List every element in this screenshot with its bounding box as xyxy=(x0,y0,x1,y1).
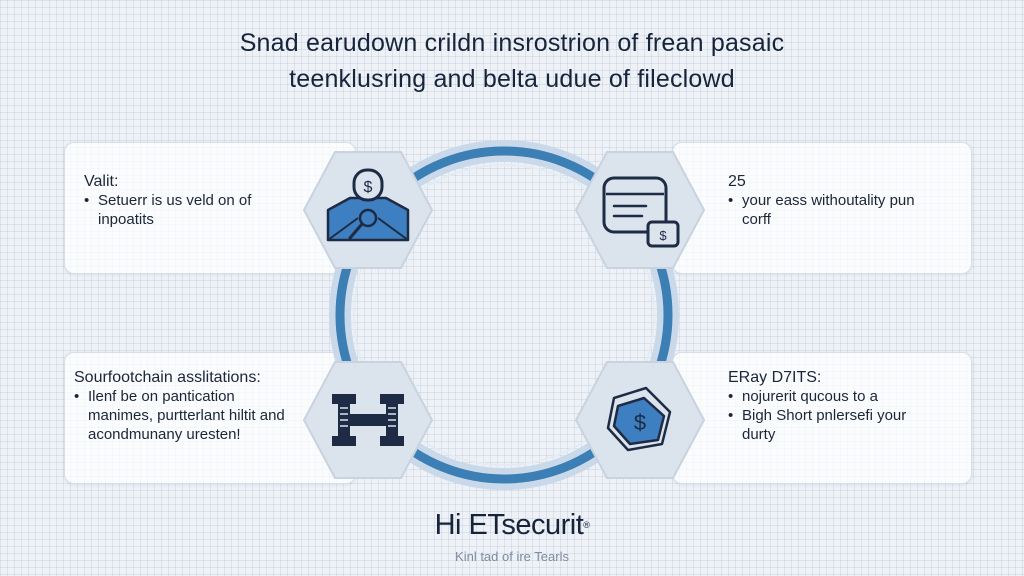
card-bottom-left-text: Sourfootchain asslitations: Ilenf be on … xyxy=(74,368,294,444)
brand-tagline: Kinl tad of ire Tearls xyxy=(455,549,569,564)
card-bottom-left-heading: Sourfootchain asslitations: xyxy=(74,369,261,386)
card-top-right-text: 25 your eass withoutality pun corff xyxy=(728,172,928,229)
title-line-1: Snad earudown crildn insrostrion of frea… xyxy=(239,29,785,57)
card-bottom-right-text: ERay D7ITS: nojurerit qucous to a Bigh S… xyxy=(728,368,928,444)
h-letter-icon xyxy=(302,361,434,479)
title-line-2: teenklusring and belta udue of fileclowd xyxy=(289,65,735,93)
card-top-right-bullet: your eass withoutality pun corff xyxy=(728,191,928,229)
card-bottom-right-bullet-1: nojurerit qucous to a xyxy=(728,387,928,406)
brand-registered-mark: ® xyxy=(583,520,590,530)
brand-logo: Hi ETsecurit® xyxy=(0,508,1024,542)
brand-name: Hi ETsecurit xyxy=(434,509,584,541)
card-top-left-bullet: Setuerr is us veld on of inpoatits xyxy=(84,191,284,229)
svg-text:$: $ xyxy=(634,410,646,435)
card-bottom-right-heading: ERay D7ITS: xyxy=(728,369,822,386)
card-top-left-heading: Valit: xyxy=(84,173,119,190)
card-bottom-right-bullet-2: Bigh Short pnlersefi your durty xyxy=(728,406,928,444)
card-top-right-heading: 25 xyxy=(728,173,746,190)
dollar-lock-envelope-icon: $ xyxy=(302,151,434,269)
card-bottom-left-bullet: Ilenf be on panticat​ion manimes, purtte… xyxy=(74,387,294,444)
dollar-shield-icon: $ xyxy=(574,361,706,479)
card-top-left-text: Valit: Setuerr is us veld on of inpoatit… xyxy=(84,172,284,229)
svg-text:$: $ xyxy=(659,228,667,243)
database-display-icon: $ xyxy=(574,151,706,269)
svg-text:$: $ xyxy=(364,179,373,196)
